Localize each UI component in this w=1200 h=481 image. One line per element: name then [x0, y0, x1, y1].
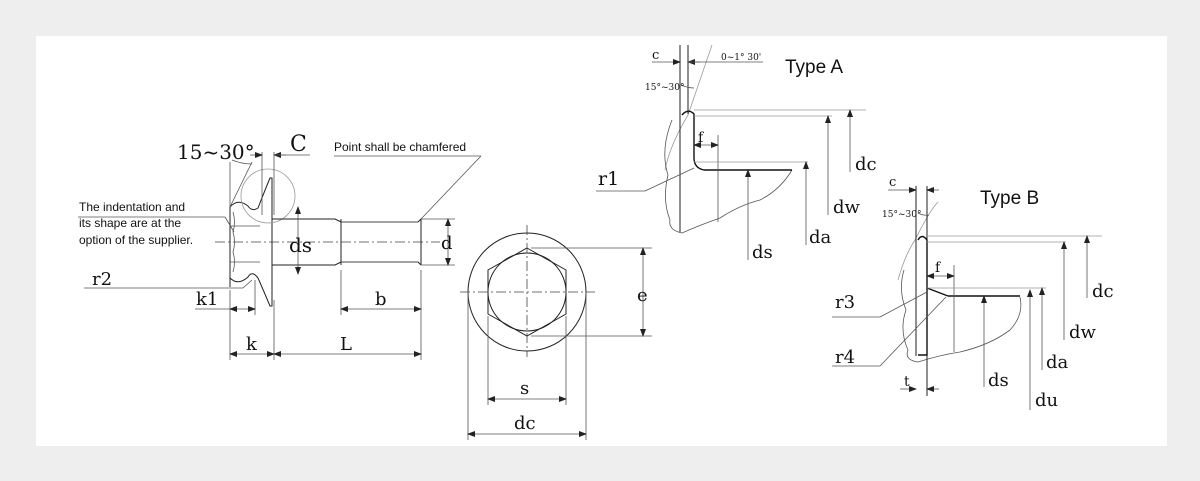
- break-line: [664, 119, 793, 234]
- k-label: k: [246, 334, 258, 355]
- type-b-angle: 15°~30°: [882, 210, 921, 220]
- type-a-title: Type A: [785, 57, 843, 78]
- indentation-note-2: its shape are at the: [79, 216, 181, 230]
- type-b-profile: [917, 235, 928, 356]
- point-chamfered-note: Point shall be chamfered: [334, 140, 466, 154]
- bolt-head: [229, 177, 273, 307]
- type-a-angle: 15°~30°: [645, 83, 684, 93]
- d-label: d: [441, 233, 453, 254]
- type-b-du-label: du: [1035, 390, 1058, 411]
- type-b-r4-label: r4: [835, 347, 855, 368]
- type-a-f-label: f: [698, 130, 705, 146]
- type-b-ds-label: ds: [988, 370, 1009, 391]
- type-b-title: Type B: [980, 188, 1039, 209]
- angle-arc: [231, 159, 253, 165]
- type-b-detail: Type B c 15°~30° f r3 r4 t dc dw da ds d…: [832, 175, 1114, 411]
- drawing-panel: [36, 36, 1167, 446]
- type-a-dw-label: dw: [833, 197, 861, 218]
- r2-label: r2: [92, 269, 112, 290]
- type-b-r3-label: r3: [835, 292, 855, 313]
- type-a-c-label: c: [652, 48, 659, 63]
- dc-label: dc: [514, 413, 536, 434]
- type-a-profile: [681, 110, 792, 171]
- type-a-detail: Type A c 0~1° 30' 15°~30° f r1 dc dw da …: [596, 44, 877, 263]
- k1-label: k1: [196, 289, 218, 310]
- type-b-dw-label: dw: [1069, 322, 1097, 343]
- type-b-f-label: f: [935, 260, 942, 276]
- type-b-t-label: t: [904, 374, 910, 390]
- ds-label: ds: [289, 233, 312, 257]
- detail-circle: [240, 168, 296, 224]
- type-a-r1-label: r1: [598, 168, 619, 190]
- type-a-da-label: da: [809, 227, 832, 248]
- s-label: s: [520, 378, 529, 399]
- L-label: L: [340, 334, 352, 355]
- type-a-small-angle: 0~1° 30': [721, 53, 761, 63]
- top-view: e s dc: [460, 225, 652, 440]
- indentation-note-1: The indentation and: [79, 200, 185, 214]
- side-view: 15~30° C Point shall be chamfered The in…: [78, 132, 482, 360]
- e-label: e: [637, 285, 648, 306]
- angle-label: 15~30°: [177, 140, 255, 164]
- break-line: [901, 269, 1022, 363]
- type-b-dc-label: dc: [1092, 281, 1114, 302]
- type-a-ds-label: ds: [752, 242, 773, 263]
- b-label: b: [375, 289, 387, 310]
- type-b-da-label: da: [1046, 352, 1069, 373]
- type-b-c-label: c: [889, 175, 896, 190]
- c-label: C: [290, 132, 307, 157]
- indentation-note-3: option of the supplier.: [79, 233, 193, 247]
- type-a-dc-label: dc: [855, 154, 877, 175]
